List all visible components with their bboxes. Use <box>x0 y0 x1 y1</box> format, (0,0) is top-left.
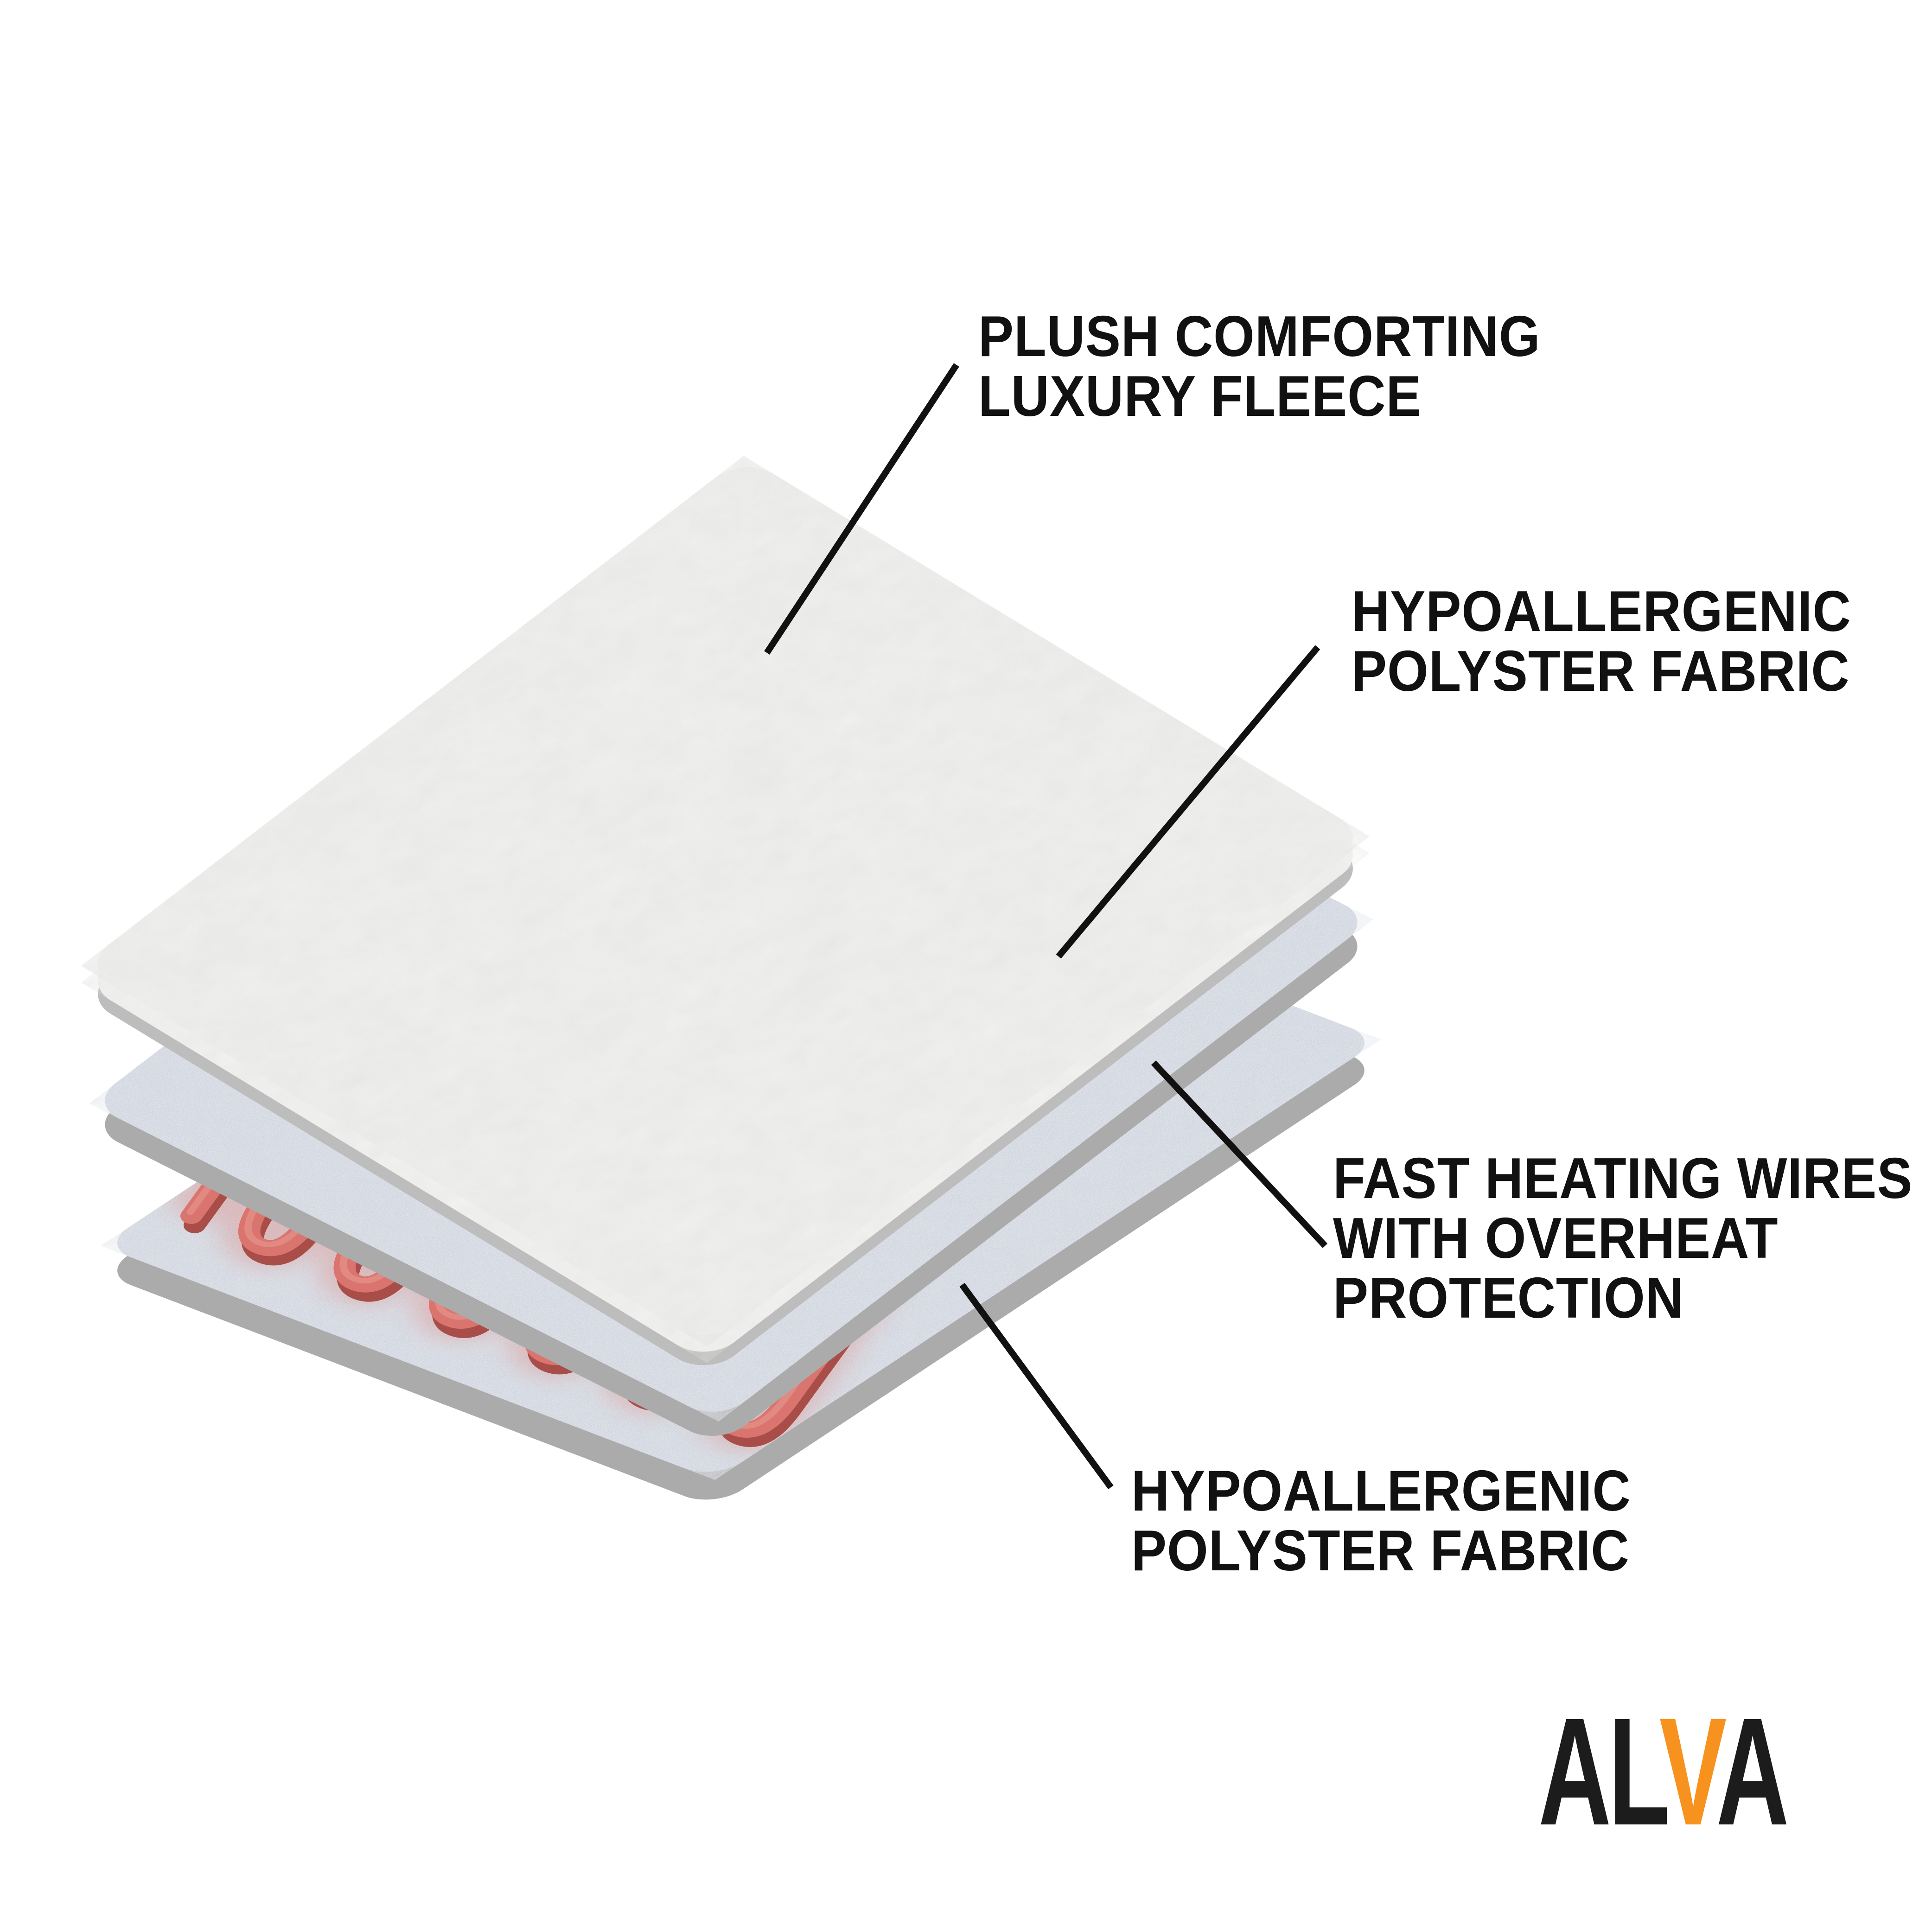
logo-letter-l: L <box>1608 1686 1663 1857</box>
callout-label-line: POLYSTER FABRIC <box>1131 1518 1630 1583</box>
callout-label-line: POLYSTER FABRIC <box>1352 639 1850 703</box>
callout-label-line: HYPOALLERGENIC <box>1352 580 1851 644</box>
callout-label-line: HYPOALLERGENIC <box>1131 1459 1631 1523</box>
callout-label-heating-wires: FAST HEATING WIRES WITH OVERHEAT PROTECT… <box>1333 1149 1913 1328</box>
callout-label-fleece: PLUSH COMFORTING LUXURY FLEECE <box>978 307 1541 427</box>
logo-letter-v: V <box>1659 1686 1719 1857</box>
callout-label-line: WITH OVERHEAT <box>1333 1206 1779 1270</box>
alva-logo: ALVA <box>1538 1695 1789 1848</box>
callout-label-bottom-fabric: HYPOALLERGENIC POLYSTER FABRIC <box>1131 1461 1631 1581</box>
fleece-layer <box>81 456 1370 1346</box>
logo-letter-a2: A <box>1716 1686 1789 1857</box>
callout-label-line: PROTECTION <box>1333 1266 1684 1330</box>
callout-label-top-fabric: HYPOALLERGENIC POLYSTER FABRIC <box>1352 582 1851 701</box>
callout-label-line: PLUSH COMFORTING <box>978 305 1541 369</box>
callout-label-line: FAST HEATING WIRES <box>1333 1147 1913 1211</box>
callout-label-line: LUXURY FLEECE <box>978 364 1422 428</box>
logo-letter-a1: A <box>1538 1686 1611 1857</box>
